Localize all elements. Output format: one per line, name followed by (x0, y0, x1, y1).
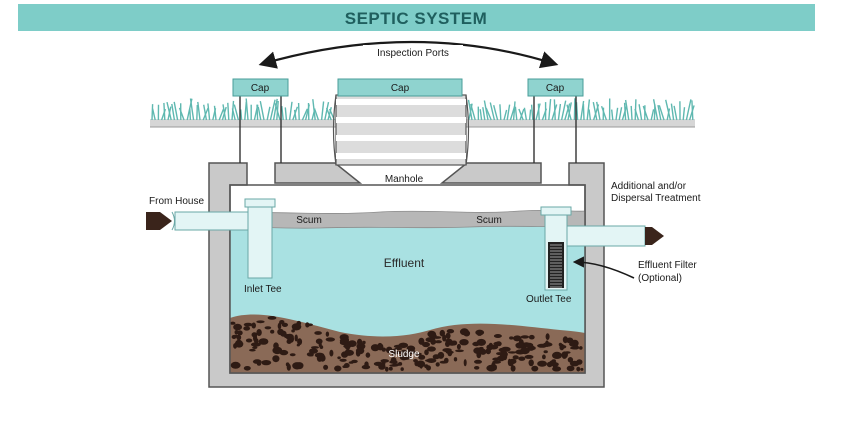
effluent-filter (548, 242, 564, 288)
scum-left-label: Scum (296, 215, 322, 226)
title-banner (18, 4, 815, 31)
grass (151, 98, 695, 121)
dispersal-arrow (645, 227, 664, 245)
manhole-label: Manhole (385, 174, 424, 185)
cap-right-label: Cap (546, 83, 565, 94)
inspection-ports-arrow (258, 40, 559, 69)
inlet-pipe (171, 198, 276, 279)
tank-lid-right (439, 162, 542, 184)
scum-layer (230, 209, 585, 229)
effluent-label: Effluent (384, 256, 425, 270)
additional-treatment-label-2: Dispersal Treatment (611, 193, 701, 204)
tank-walls (208, 162, 605, 388)
inspection-pipe-right (533, 95, 577, 163)
cap-left (232, 78, 289, 97)
scum-right-label: Scum (476, 215, 502, 226)
manhole-riser (332, 94, 470, 166)
from-house-arrow (146, 212, 172, 230)
effluent-filter-arrow (572, 256, 635, 279)
tank-lid-left (274, 162, 363, 184)
sludge-particles (230, 316, 584, 372)
effluent-filter-label-2: (Optional) (638, 273, 682, 284)
from-house-label: From House (149, 196, 204, 207)
inlet-tee-label: Inlet Tee (244, 284, 282, 295)
outlet-tee-label: Outlet Tee (526, 294, 572, 305)
cap-left-label: Cap (251, 83, 270, 94)
sludge-label: Sludge (388, 349, 420, 360)
cap-center (337, 78, 463, 97)
inspection-pipe-left (239, 95, 282, 163)
effluent-filter-label-1: Effluent Filter (638, 260, 697, 271)
cap-right (527, 78, 584, 97)
diagram-title: SEPTIC SYSTEM (345, 9, 488, 28)
additional-treatment-label-1: Additional and/or (611, 181, 687, 192)
inspection-ports-label: Inspection Ports (377, 48, 449, 59)
cap-center-label: Cap (391, 83, 410, 94)
